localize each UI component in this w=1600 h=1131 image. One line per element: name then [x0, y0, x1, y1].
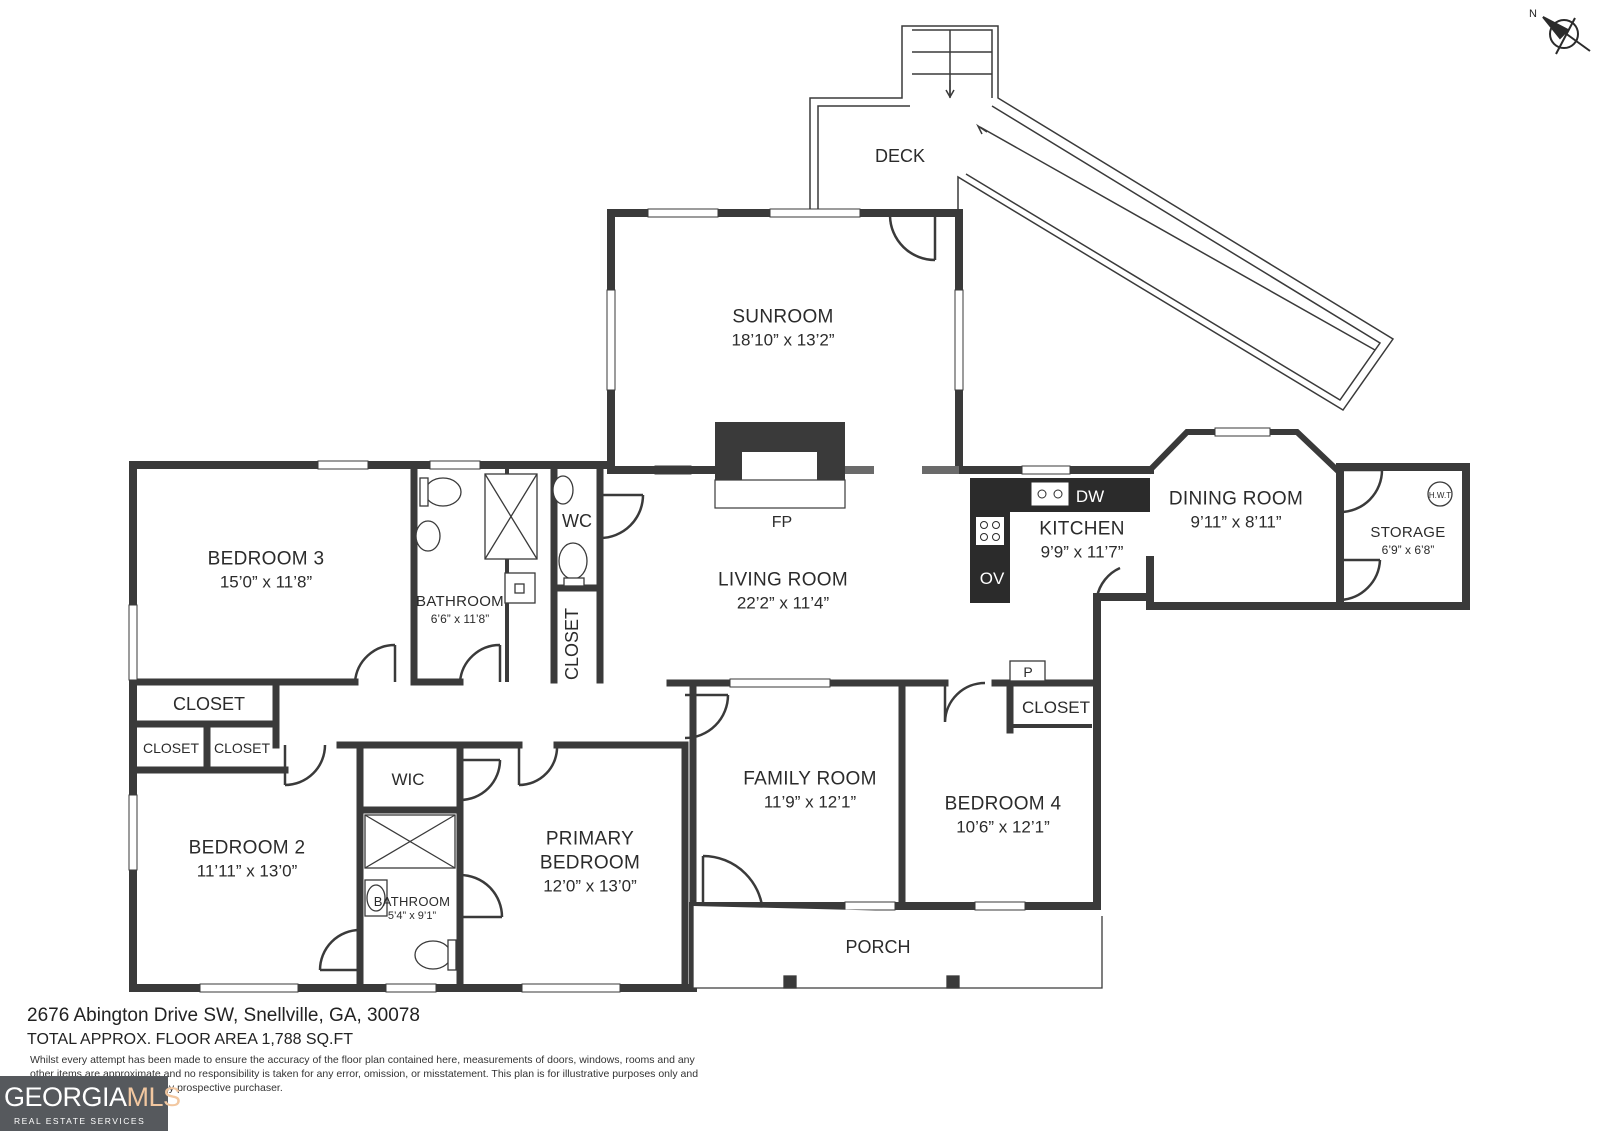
- room-dining: DINING ROOM 9’11” x 8’11”: [1169, 488, 1303, 533]
- room-name: BEDROOM: [539, 852, 641, 874]
- room-name: KITCHEN: [1039, 518, 1125, 540]
- pantry-label: P: [1023, 664, 1032, 680]
- room-dimensions: 22’2” x 11’4”: [736, 593, 830, 613]
- closet-bedroom4-label: CLOSET: [1022, 698, 1090, 717]
- room-name: BEDROOM 3: [207, 548, 325, 570]
- georgia-mls-logo: GEORGIAMLS REAL ESTATE SERVICES: [0, 1076, 181, 1131]
- room-family: FAMILY ROOM 11’9” x 12’1”: [743, 768, 877, 813]
- fireplace-label: FP: [772, 514, 792, 531]
- room-bedroom4: BEDROOM 4 10’6” x 12’1”: [945, 793, 1062, 838]
- room-name: BEDROOM 2: [188, 837, 306, 859]
- kitchen-cabinets: [970, 478, 1150, 603]
- bathroom-fixtures: [364, 473, 588, 971]
- room-dimensions: 18’10” x 13’2”: [731, 330, 835, 350]
- closet-a-label: CLOSET: [143, 740, 199, 756]
- deck: [809, 25, 1395, 470]
- logo-wordmark: GEORGIAMLS: [4, 1082, 181, 1113]
- logo-wordmark-b: MLS: [126, 1082, 182, 1112]
- logo-tagline: REAL ESTATE SERVICES: [14, 1116, 146, 1126]
- room-dimensions: 5’4” x 9’1”: [387, 910, 437, 923]
- room-name: BATHROOM: [416, 593, 504, 611]
- room-dimensions: 6’6” x 11’8”: [430, 611, 490, 626]
- fireplace: [611, 422, 959, 509]
- room-name: STORAGE: [1370, 524, 1446, 542]
- room-name: BATHROOM: [373, 894, 451, 909]
- wic-label: WIC: [391, 770, 424, 789]
- north-label: N: [1529, 8, 1537, 20]
- room-bedroom2: BEDROOM 2 11’11” x 13’0”: [189, 837, 306, 882]
- room-bathroom-2: BATHROOM 5’4” x 9’1”: [374, 894, 451, 924]
- room-sunroom: SUNROOM 18’10” x 13’2”: [731, 306, 834, 351]
- logo-wordmark-a: GEORGIA: [4, 1082, 127, 1112]
- closet-bedroom3-label: CLOSET: [173, 694, 245, 714]
- room-name: DINING ROOM: [1168, 488, 1304, 510]
- room-storage: STORAGE 6’9” x 6’8”: [1370, 524, 1445, 558]
- closet-vertical-label: CLOSET: [562, 608, 582, 680]
- room-dimensions: 11’9” x 12’1”: [763, 792, 857, 812]
- property-address: 2676 Abington Drive SW, Snellville, GA, …: [27, 1005, 420, 1026]
- room-name: BEDROOM 4: [944, 793, 1062, 815]
- room-dimensions: 15’0” x 11’8”: [219, 572, 313, 592]
- total-floor-area: TOTAL APPROX. FLOOR AREA 1,788 SQ.FT: [27, 1031, 354, 1048]
- room-bedroom3: BEDROOM 3 15’0” x 11’8”: [208, 548, 325, 593]
- room-dimensions: 11’11” x 13’0”: [196, 861, 298, 881]
- wc-label: WC: [562, 511, 592, 531]
- misc-fixtures: [692, 481, 1453, 989]
- room-name: PRIMARY: [545, 828, 635, 850]
- room-dimensions: 10’6” x 12’1”: [956, 817, 1050, 837]
- room-kitchen: KITCHEN 9’9” x 11’7”: [1039, 518, 1125, 563]
- room-dimensions: 9’11” x 8’11”: [1190, 512, 1282, 532]
- water-heater-label: H.W.T: [1429, 491, 1451, 500]
- room-name: SUNROOM: [732, 306, 834, 328]
- doors: [283, 213, 1384, 972]
- closet-b-label: CLOSET: [214, 740, 270, 756]
- room-dimensions: 12’0” x 13’0”: [543, 876, 637, 896]
- room-living: LIVING ROOM 22’2” x 11’4”: [718, 569, 848, 614]
- dishwasher-label: DW: [1076, 487, 1104, 506]
- oven-label: OV: [980, 569, 1005, 588]
- room-dimensions: 6’9” x 6’8”: [1381, 542, 1435, 557]
- room-name: FAMILY ROOM: [743, 768, 877, 790]
- porch-label: PORCH: [845, 937, 910, 957]
- room-primary-bedroom: PRIMARY BEDROOM 12’0” x 13’0”: [540, 828, 640, 897]
- room-dimensions: 9’9” x 11’7”: [1040, 542, 1124, 562]
- room-name: LIVING ROOM: [718, 569, 848, 591]
- compass-icon: [1542, 16, 1591, 55]
- room-bathroom-1: BATHROOM 6’6” x 11’8”: [416, 593, 504, 627]
- deck-label: DECK: [875, 146, 925, 166]
